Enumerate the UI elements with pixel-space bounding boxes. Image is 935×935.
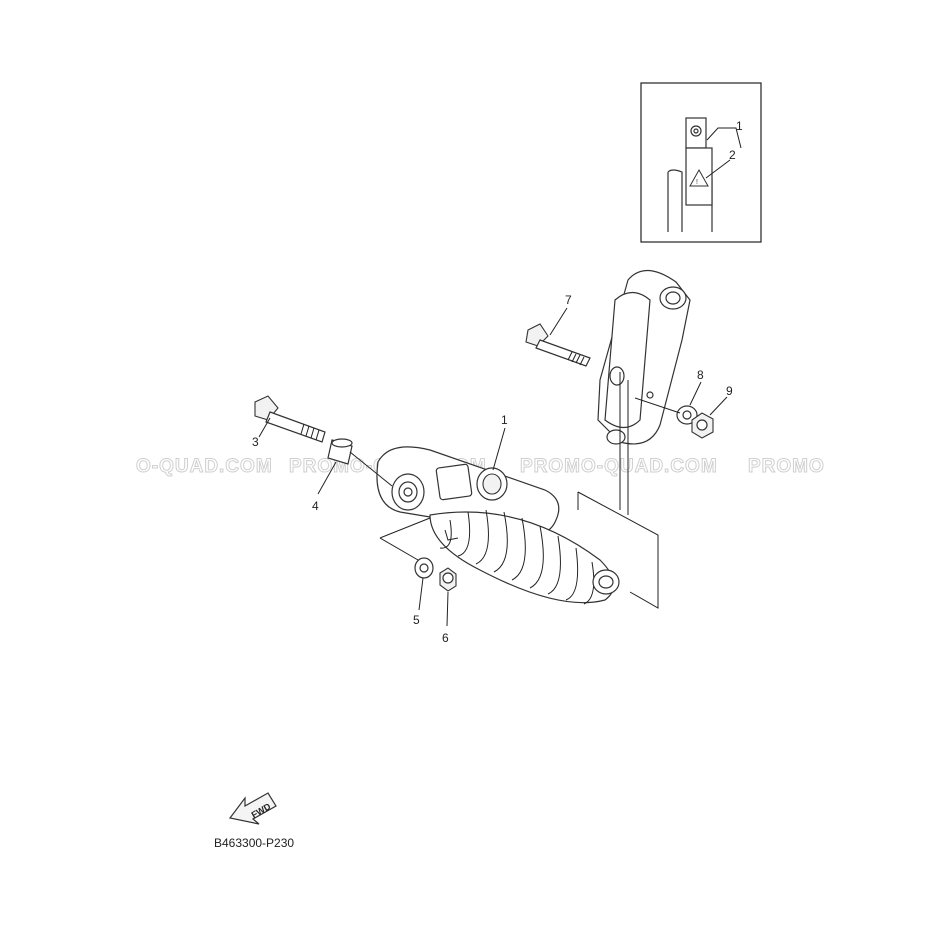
washer-5 [414, 557, 434, 579]
leader-5 [418, 577, 424, 611]
washer-inner [419, 563, 429, 573]
shock-absorber [376, 446, 620, 605]
assembly-line [379, 517, 431, 539]
assembly-line [349, 451, 393, 487]
assembly-line [379, 537, 419, 561]
collar-end [331, 438, 353, 448]
inset-callout-2: 2 [729, 148, 736, 162]
callout-4: 4 [312, 499, 319, 513]
inset-callout-1: 1 [736, 119, 743, 133]
fwd-arrow: FWD [228, 792, 277, 825]
warning-label-icon: ! [696, 179, 698, 186]
callout-3: 3 [252, 435, 259, 449]
nut-hole [442, 572, 454, 584]
callout-8: 8 [697, 368, 704, 382]
diagram-code: B463300-P230 [214, 836, 294, 850]
watermark-segment: PROMO-QUAD.COM [520, 456, 718, 477]
leader-9 [709, 396, 728, 416]
leader-8 [689, 381, 702, 406]
leader-3 [258, 417, 271, 438]
bolt-shank [265, 411, 326, 443]
watermark-segment: O-QUAD.COM [136, 456, 273, 477]
bracket-inner [604, 291, 651, 429]
collar-4 [327, 438, 353, 465]
nut-6 [439, 567, 457, 592]
bolt-thread [300, 423, 320, 441]
bracket-pin [646, 391, 654, 399]
callout-6: 6 [442, 631, 449, 645]
callout-1: 1 [501, 413, 508, 427]
callout-9: 9 [726, 384, 733, 398]
link-bracket [597, 269, 691, 445]
bolt-7 [525, 323, 591, 367]
assembly-lines [349, 372, 681, 609]
inset-bolt [693, 128, 699, 134]
callout-5: 5 [413, 613, 420, 627]
shock-body [429, 511, 615, 604]
bracket-upper-hole [665, 291, 681, 305]
bolt-3 [254, 395, 326, 443]
shock-lower-eye [598, 575, 614, 589]
shock-upper-eye [403, 487, 413, 497]
shock-clip [444, 529, 459, 541]
washer-inner [682, 410, 692, 420]
leader-4 [317, 461, 337, 495]
leader-7 [549, 307, 568, 336]
inset-leader-1 [706, 127, 742, 149]
fwd-arrow-icon [228, 792, 277, 825]
bolt-thread [567, 351, 585, 366]
shock-head-block [435, 463, 473, 501]
assembly-line [634, 397, 681, 414]
callout-7: 7 [565, 293, 572, 307]
inset-frame-arm [667, 169, 683, 232]
bolt-shank [535, 339, 591, 367]
callouts: 1 3 4 5 6 7 8 9 [252, 293, 733, 645]
nut-hole [696, 419, 708, 431]
shock-adjuster-knob [482, 473, 502, 495]
assembly-line [577, 491, 659, 609]
warning-label-icon [689, 168, 709, 187]
leader-1 [492, 427, 506, 471]
watermark-segment: PROMO [748, 456, 825, 477]
nut-9 [691, 412, 714, 439]
bracket-middle-hole [609, 366, 625, 386]
leader-lines [258, 307, 728, 627]
bracket-lower-hole [606, 429, 626, 445]
leader-6 [446, 591, 449, 627]
shock-spring [439, 509, 595, 605]
inset-detail: ! 1 2 [640, 82, 762, 243]
inset-leader-2 [705, 159, 731, 179]
